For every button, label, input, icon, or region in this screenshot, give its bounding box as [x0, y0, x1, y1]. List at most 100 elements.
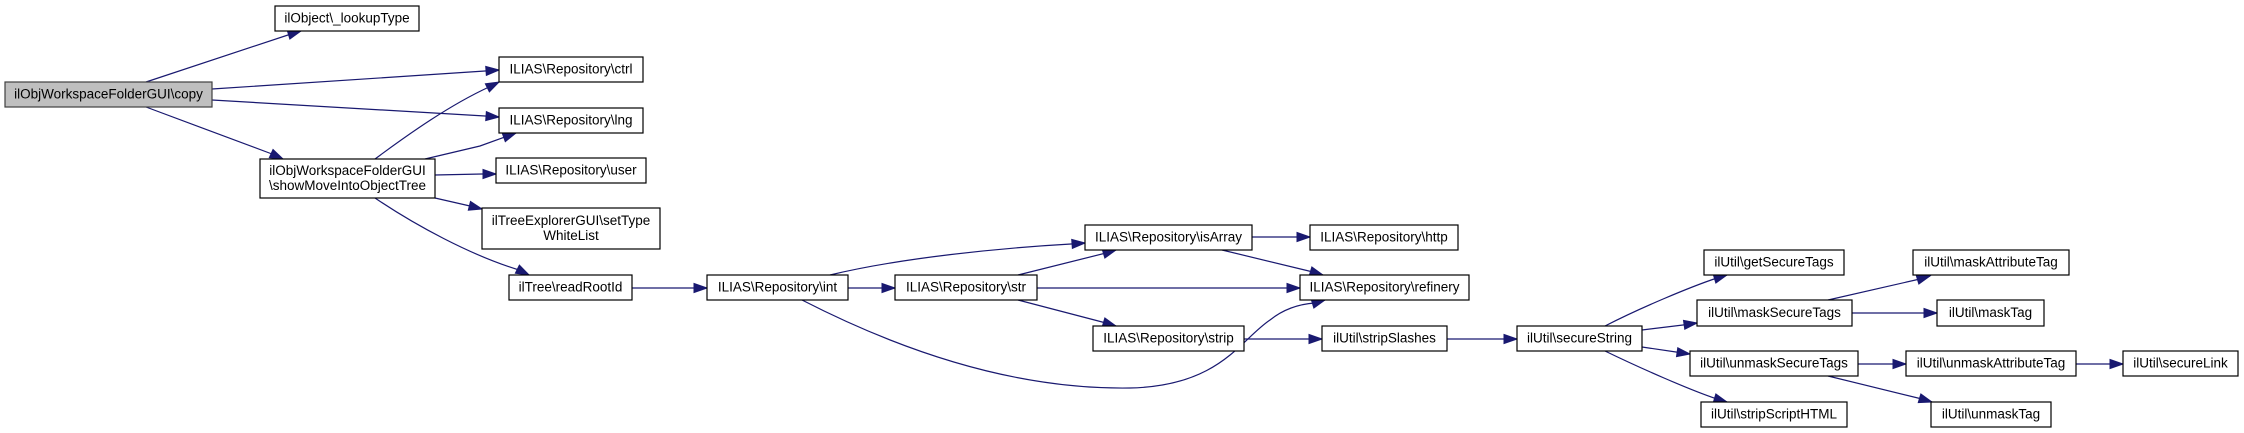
edge-line	[374, 81, 500, 160]
edge-str-to-refinery	[1037, 282, 1302, 294]
node-unmaskTag[interactable]: ilUtil\unmaskTag	[1930, 401, 2052, 428]
node-maskSecureTags[interactable]: ilUtil\maskSecureTags	[1696, 299, 1853, 327]
node-user[interactable]: ILIAS\Repository\user	[495, 157, 647, 184]
edge-showMove-to-ctrl	[374, 81, 501, 160]
arrowhead-icon	[1286, 282, 1302, 294]
node-secureString[interactable]: ilUtil\secureString	[1516, 325, 1643, 352]
node-label: ilUtil\maskAttributeTag	[1924, 255, 2058, 270]
edge-line	[801, 299, 1326, 389]
node-copy[interactable]: ilObjWorkspaceFolderGUI\copy	[4, 81, 213, 108]
node-getSecureTags[interactable]: ilUtil\getSecureTags	[1703, 249, 1845, 276]
node-label: ilUtil\stripScriptHTML	[1711, 407, 1838, 422]
edge-line	[145, 30, 302, 83]
node-box[interactable]	[1309, 224, 1459, 251]
arrowhead-icon	[1923, 307, 1939, 319]
node-lng[interactable]: ILIAS\Repository\lng	[498, 107, 644, 134]
edge-readRootId-to-int	[632, 282, 709, 294]
edge-strip-to-stripSlashes	[1244, 333, 1324, 345]
node-box[interactable]	[274, 5, 420, 32]
node-unmaskAttributeTag[interactable]: ilUtil\unmaskAttributeTag	[1905, 350, 2077, 377]
node-int[interactable]: ILIAS\Repository\int	[706, 274, 849, 301]
edge-copy-to-lng	[211, 99, 501, 122]
edge-stripSlashes-to-secureString	[1447, 333, 1519, 345]
node-box[interactable]	[1689, 350, 1859, 377]
arrowhead-icon	[286, 29, 303, 40]
node-label: ILIAS\Repository\int	[718, 280, 838, 295]
edge-line	[145, 106, 284, 160]
node-label: WhiteList	[543, 228, 599, 243]
node-box[interactable]	[259, 158, 436, 199]
node-box[interactable]	[1516, 325, 1643, 352]
node-box[interactable]	[1299, 274, 1470, 301]
node-stripSlashes[interactable]: ilUtil\stripSlashes	[1321, 325, 1448, 352]
node-unmaskSecureTags[interactable]: ilUtil\unmaskSecureTags	[1689, 350, 1859, 377]
node-label: ILIAS\Repository\strip	[1103, 331, 1234, 346]
node-label: ilTree\readRootId	[519, 280, 623, 295]
node-stripScriptHTML[interactable]: ilUtil\stripScriptHTML	[1700, 401, 1848, 428]
edge-unmaskSecureTags-to-unmaskTag	[1827, 375, 1934, 404]
arrowhead-icon	[268, 148, 285, 160]
edge-line	[1017, 299, 1117, 327]
node-box[interactable]	[706, 274, 849, 301]
node-showMove[interactable]: ilObjWorkspaceFolderGUI\showMoveIntoObje…	[259, 158, 436, 199]
node-box[interactable]	[4, 81, 213, 108]
edge-line	[1604, 274, 1728, 327]
arrowhead-icon	[1712, 273, 1729, 284]
edge-showMove-to-lng	[424, 132, 518, 160]
edge-secureString-to-unmaskSecureTags	[1641, 346, 1692, 358]
edge-copy-to-lookupType	[145, 29, 303, 83]
node-box[interactable]	[1905, 350, 2077, 377]
node-box[interactable]	[498, 107, 644, 134]
node-box[interactable]	[1084, 224, 1253, 251]
edge-isArray-to-refinery	[1221, 249, 1325, 277]
edge-line	[1827, 375, 1933, 403]
node-maskAttributeTag[interactable]: ilUtil\maskAttributeTag	[1912, 249, 2070, 276]
node-box[interactable]	[1696, 299, 1853, 327]
arrowhead-icon	[501, 132, 518, 143]
node-label: ILIAS\Repository\user	[505, 163, 637, 178]
node-strip[interactable]: ILIAS\Repository\strip	[1092, 325, 1245, 352]
edge-str-to-strip	[1017, 299, 1118, 328]
arrowhead-icon	[881, 282, 897, 294]
node-box[interactable]	[1912, 249, 2070, 276]
node-label: ilUtil\unmaskTag	[1942, 407, 2040, 422]
arrowhead-icon	[1682, 319, 1699, 331]
node-ctrl[interactable]: ILIAS\Repository\ctrl	[498, 56, 644, 83]
edge-str-to-isArray	[1017, 248, 1118, 276]
node-box[interactable]	[1703, 249, 1845, 276]
node-box[interactable]	[481, 207, 661, 250]
node-maskTag[interactable]: ilUtil\maskTag	[1936, 299, 2045, 327]
node-refinery[interactable]: ILIAS\Repository\refinery	[1299, 274, 1470, 301]
node-label: ilUtil\secureString	[1527, 331, 1632, 346]
node-isArray[interactable]: ILIAS\Repository\isArray	[1084, 224, 1253, 251]
node-box[interactable]	[1092, 325, 1245, 352]
arrowhead-icon	[482, 168, 498, 180]
node-lookupType[interactable]: ilObject\_lookupType	[274, 5, 420, 32]
node-box[interactable]	[498, 56, 644, 83]
arrowhead-icon	[1101, 248, 1118, 259]
edge-line	[1827, 275, 1931, 301]
node-box[interactable]	[508, 274, 633, 301]
arrowhead-icon	[1310, 298, 1327, 309]
node-box[interactable]	[1930, 401, 2052, 428]
edge-copy-to-showMove	[145, 106, 285, 160]
node-box[interactable]	[495, 157, 647, 184]
arrowhead-icon	[1296, 231, 1312, 243]
node-secureLink[interactable]: ilUtil\secureLink	[2122, 350, 2239, 377]
arrowhead-icon	[1071, 238, 1087, 250]
node-label: \showMoveIntoObjectTree	[269, 178, 426, 193]
arrowhead-icon	[1308, 333, 1324, 345]
node-box[interactable]	[1936, 299, 2045, 327]
node-box[interactable]	[2122, 350, 2239, 377]
node-http[interactable]: ILIAS\Repository\http	[1309, 224, 1459, 251]
arrowhead-icon	[1892, 358, 1908, 370]
node-box[interactable]	[1700, 401, 1848, 428]
node-str[interactable]: ILIAS\Repository\str	[894, 274, 1038, 301]
edge-line	[829, 242, 1086, 276]
arrowhead-icon	[1917, 393, 1934, 404]
node-readRootId[interactable]: ilTree\readRootId	[508, 274, 633, 301]
edge-line	[1221, 249, 1324, 276]
node-box[interactable]	[894, 274, 1038, 301]
node-box[interactable]	[1321, 325, 1448, 352]
